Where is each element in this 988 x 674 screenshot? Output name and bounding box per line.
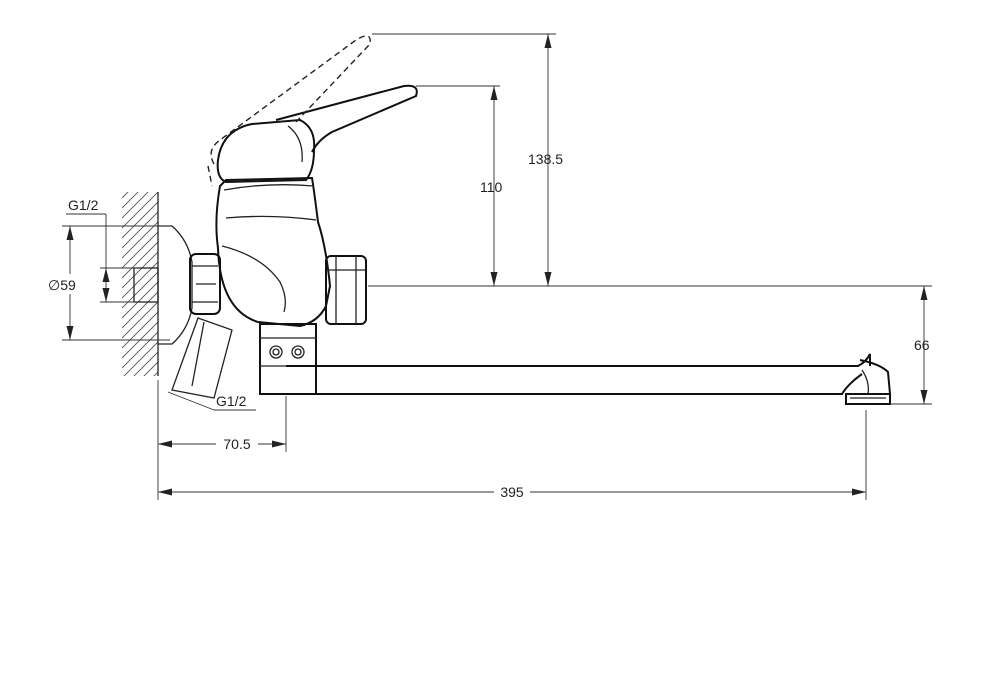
lever-raised-height-label: 138.5 <box>528 151 563 167</box>
diameter-symbol: ∅ <box>48 277 60 293</box>
hatch-line <box>122 192 139 209</box>
hatch-line <box>123 341 158 376</box>
hatch-line <box>122 152 158 188</box>
hatch-line <box>122 382 158 418</box>
wall-to-outlet-label: 70.5 <box>223 436 250 452</box>
spout-collar <box>259 323 317 395</box>
dimension-spout-height: 66 <box>368 285 932 405</box>
spout-height-label: 66 <box>914 337 930 353</box>
dimension-wall-to-outlet: 70.5 <box>158 396 287 452</box>
dimension-total-length: 395 <box>157 380 867 500</box>
hatch-line <box>122 192 158 229</box>
outlet-thread-label: G1/2 <box>216 393 247 409</box>
dimension-lever-height: 110 <box>416 85 503 286</box>
hatch-line <box>122 291 158 329</box>
side-valve <box>325 255 367 325</box>
inlet-thread-label: G1/2 <box>68 197 99 213</box>
dimension-lever-raised-height: 138.5 <box>372 33 563 286</box>
hatch-line <box>122 281 158 319</box>
hatch-line <box>122 211 158 249</box>
wall-connector <box>133 225 221 345</box>
hatch-line <box>133 351 158 376</box>
hatch-line <box>122 402 158 438</box>
dimension-inlet-thread: G1/2 <box>66 197 138 303</box>
hatch-line <box>122 192 149 219</box>
hatch-line <box>122 241 158 279</box>
lever-handle <box>275 84 418 163</box>
hatch-line <box>122 311 158 349</box>
flange-diameter-value: 59 <box>60 277 76 293</box>
hatch-line <box>122 221 158 259</box>
lever-base <box>216 118 316 184</box>
hatch-line <box>143 361 158 376</box>
hatch-line <box>122 331 158 369</box>
dimension-outlet-thread: G1/2 <box>167 391 256 411</box>
hatch-line <box>122 392 158 428</box>
total-length-label: 395 <box>500 484 524 500</box>
hatch-line <box>122 251 158 289</box>
hatch-line <box>122 422 158 458</box>
mixer-body <box>215 176 332 328</box>
lever-height-label: 110 <box>480 179 503 195</box>
hatch-line <box>122 301 158 339</box>
spout <box>286 353 892 405</box>
hatch-line <box>122 231 158 269</box>
angled-inlet <box>171 317 233 399</box>
dimension-flange-diameter: ∅59 <box>46 225 170 341</box>
flange-diameter-label: ∅59 <box>48 277 76 293</box>
hatch-line <box>122 201 158 239</box>
lever-raised-dashed <box>207 35 371 187</box>
hatch-line <box>122 192 129 199</box>
wall-hatching <box>122 152 159 458</box>
hatch-line <box>122 412 158 448</box>
hatch-line <box>153 371 158 376</box>
